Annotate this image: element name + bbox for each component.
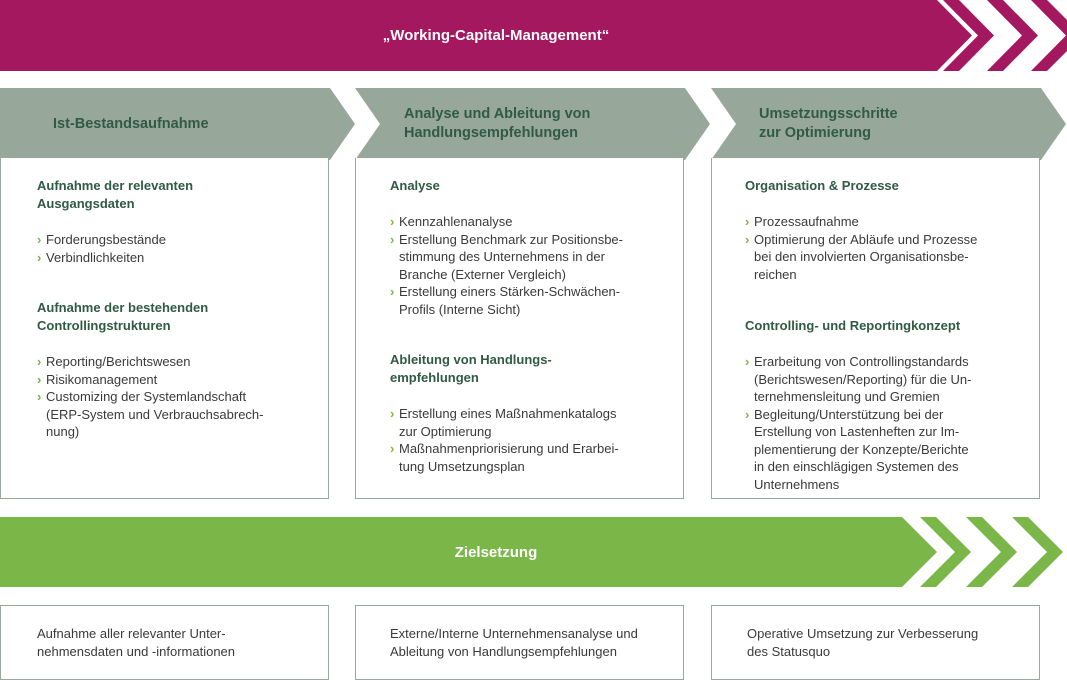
list-item-text: Reporting/Berichtswesen <box>46 354 191 369</box>
chevron-right-icon: › <box>37 232 42 247</box>
list-item-text: Begleitung/Unterstützung bei der Erstell… <box>754 406 969 492</box>
chevron-right-icon: › <box>745 354 750 369</box>
chevron-right-icon: › <box>390 231 395 247</box>
section-organisation-prozesse: Organisation & Prozesse › Prozessaufnahme… <box>745 177 1029 283</box>
chevron-right-icon: › <box>390 284 395 299</box>
list-item-text: Erarbeitung von Controllingstandards (Be… <box>754 354 972 404</box>
section-heading: Analyse <box>390 178 440 193</box>
top-banner-arrow-shape <box>0 0 1067 71</box>
list-item-text: Erstellung einers Stärken-Schwächen- Pro… <box>399 284 621 317</box>
list-item: › Forderungsbestände <box>37 231 318 249</box>
list-item-text: Prozessaufnahme <box>754 214 859 229</box>
chevron-right-icon: › <box>390 406 395 421</box>
list-item: › Erstellung eines Maßnahmenkatalogs zur … <box>390 405 673 440</box>
goal-banner: Zielsetzung <box>0 517 1067 587</box>
list-item-text: Verbindlichkeiten <box>46 249 145 265</box>
chevron-right-icon: › <box>37 389 42 404</box>
phase-1-title: Ist-Bestandsaufnahme <box>53 115 209 132</box>
phase-arrow-3: Umsetzungsschritte zur Optimierung <box>711 88 1067 160</box>
section-heading: Organisation & Prozesse <box>745 178 899 193</box>
item-list: ›Erarbeitung von Controllingstandards (B… <box>745 353 1029 493</box>
chevron-right-icon: › <box>390 441 395 456</box>
section-heading: Aufnahme der relevanten Ausgangsdaten <box>37 178 194 211</box>
goal-box-3: Operative Umsetzung zur Verbesserung des… <box>711 605 1040 680</box>
list-item-text: Forderungsbestände <box>46 232 166 247</box>
list-item: › Maßnahmenpriorisierung und Erarbei- tun… <box>390 440 673 475</box>
list-item: ›Erstellung Benchmark zur Positionsbe- s… <box>390 231 673 284</box>
item-list: ›Kennzahlenanalyse ›Erstellung Benchmark… <box>390 213 673 318</box>
goal-text: Operative Umsetzung zur Verbesserung des… <box>747 626 979 659</box>
chevron-right-icon: › <box>745 406 750 422</box>
list-item-text: Customizing der Systemlandschaft (ERP-Sy… <box>46 389 264 439</box>
section-reportingkonzept: Controlling- und Reportingkonzept ›Erarb… <box>745 317 1029 493</box>
column-box-3: Organisation & Prozesse › Prozessaufnahme… <box>711 158 1040 499</box>
list-item: ›Risikomanagement <box>37 371 318 389</box>
list-item-text: Maßnahmenpriorisierung und Erarbei- tung… <box>399 441 619 474</box>
list-item-text: Erstellung Benchmark zur Positionsbe- st… <box>399 231 623 282</box>
chevron-right-icon: › <box>745 231 750 247</box>
phase-2-title: Analyse und Ableitung von Handlungsempfe… <box>404 106 591 141</box>
list-item: ›Begleitung/Unterstützung bei der Erstel… <box>745 406 1029 494</box>
list-item: › Erarbeitung von Controllingstandards (B… <box>745 353 1029 406</box>
list-item: › Reporting/Berichtswesen <box>37 353 318 371</box>
chevron-right-icon: › <box>37 371 42 387</box>
goal-box-2: Externe/Interne Unternehmensanalyse und … <box>355 605 684 680</box>
chevron-right-icon: › <box>745 214 750 229</box>
list-item-text: Kennzahlenanalyse <box>399 214 513 229</box>
column-box-2: Analyse ›Kennzahlenanalyse ›Erstellung B… <box>355 158 684 499</box>
phase-arrow-1-shape <box>0 88 355 160</box>
phase-arrow-2: Analyse und Ableitung von Handlungsempfe… <box>355 88 711 160</box>
list-item-text: Erstellung eines Maßnahmenkatalogs zur O… <box>399 406 617 439</box>
section-heading: Aufnahme der bestehenden Controllingstru… <box>37 300 209 333</box>
item-list: ›Reporting/Berichtswesen ›Risikomanageme… <box>37 353 318 441</box>
section-controllingstrukturen: Aufnahme der bestehenden Controllingstru… <box>37 299 318 441</box>
list-item-text: Optimierung der Abläufe und Prozesse bei… <box>754 231 978 282</box>
list-item: › Kennzahlenanalyse <box>390 213 673 231</box>
goal-text: Externe/Interne Unternehmensanalyse und … <box>390 626 638 659</box>
top-banner-title: „Working-Capital-Management“ <box>382 27 610 44</box>
list-item: ›Verbindlichkeiten <box>37 249 318 267</box>
goal-box-1: Aufnahme aller relevanter Unter- nehmens… <box>0 605 329 680</box>
list-item: ›Optimierung der Abläufe und Prozesse be… <box>745 231 1029 284</box>
list-item-text: Risikomanagement <box>46 371 158 387</box>
chevron-right-icon: › <box>390 214 395 229</box>
list-item: › Customizing der Systemlandschaft (ERP-S… <box>37 388 318 441</box>
item-list: › Erstellung eines Maßnahmenkatalogs zur … <box>390 405 673 475</box>
chevron-right-icon: › <box>37 249 42 265</box>
goal-banner-title: Zielsetzung <box>454 543 538 561</box>
goal-banner-arrow-shape <box>0 517 1063 587</box>
section-heading: Controlling- und Reportingkonzept <box>745 318 961 333</box>
phase-3-title: Umsetzungsschritte zur Optimierung <box>759 106 898 141</box>
top-banner: „Working-Capital-Management“ <box>0 0 1067 71</box>
item-list: ›Forderungsbestände ›Verbindlichkeiten <box>37 231 318 266</box>
phase-arrow-3-shape <box>711 88 1066 160</box>
section-heading: Ableitung von Handlungs- empfehlungen <box>390 352 552 385</box>
column-box-1: Aufnahme der relevanten Ausgangsdaten › F… <box>0 158 329 499</box>
goal-text: Aufnahme aller relevanter Unter- nehmens… <box>37 626 236 659</box>
section-analyse: Analyse ›Kennzahlenanalyse ›Erstellung B… <box>390 177 673 318</box>
section-handlungsempfehlungen: Ableitung von Handlungs- empfehlungen › E… <box>390 351 673 475</box>
list-item: › Prozessaufnahme <box>745 213 1029 231</box>
list-item: › Erstellung einers Stärken-Schwächen- Pr… <box>390 283 673 318</box>
phase-arrow-2-shape <box>355 88 710 160</box>
section-ausgangsdaten: Aufnahme der relevanten Ausgangsdaten › F… <box>37 177 318 266</box>
item-list: ›Prozessaufnahme ›Optimierung der Abläuf… <box>745 213 1029 283</box>
phase-arrow-1: Ist-Bestandsaufnahme <box>0 88 356 160</box>
chevron-right-icon: › <box>37 354 42 369</box>
